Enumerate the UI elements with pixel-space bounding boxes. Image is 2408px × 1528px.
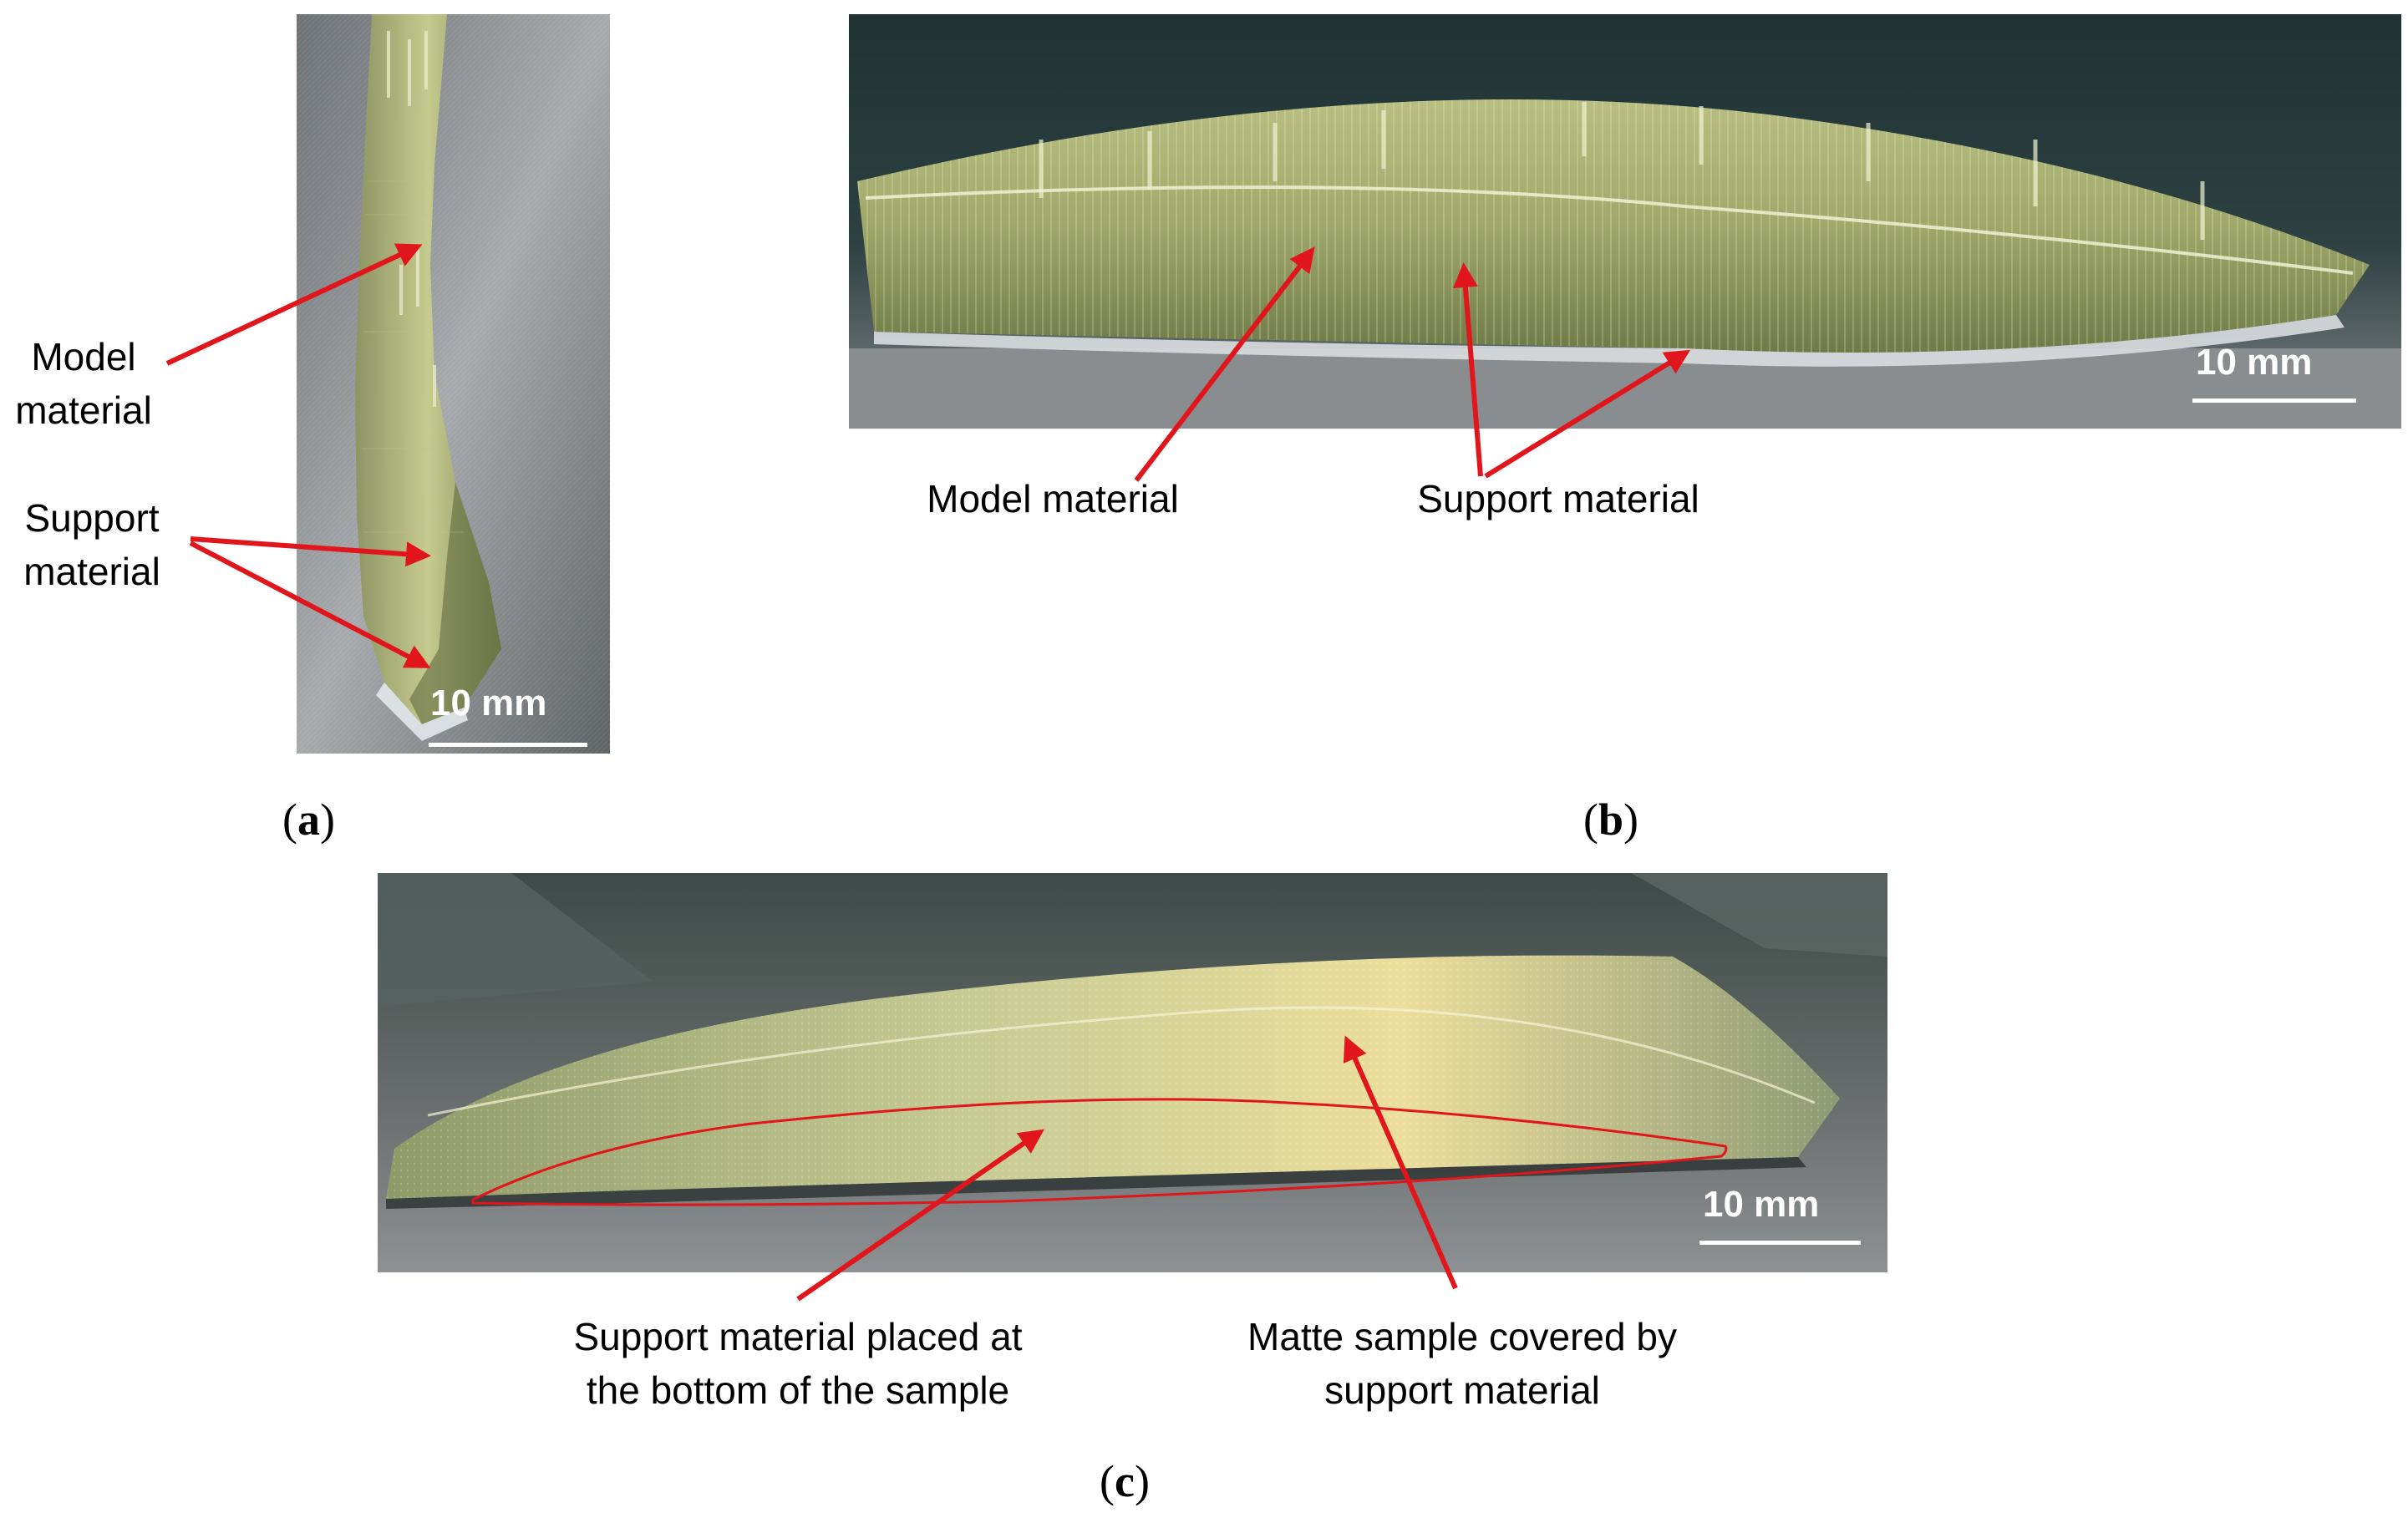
label-a-support-line-1: Support xyxy=(24,496,160,540)
scale-bar-c xyxy=(1699,1241,1861,1245)
caption-b: (b) xyxy=(1583,794,1639,845)
photo-panel-b: 10 mm xyxy=(849,14,2401,429)
label-a-model-line-2: material xyxy=(15,388,152,432)
scale-bar-b xyxy=(2192,398,2356,403)
caption-a: (a) xyxy=(282,794,335,845)
caption-a-letter: a xyxy=(297,794,320,845)
photo-panel-c: 10 mm xyxy=(378,873,1887,1272)
scale-bar-a xyxy=(429,743,587,747)
label-b-support: Support material xyxy=(1417,477,1699,520)
label-c-matte-line-2: support material xyxy=(1324,1368,1600,1412)
scale-text-c: 10 mm xyxy=(1703,1184,1820,1225)
label-c-support-bottom: Support material placed at the bottom of… xyxy=(518,1310,1078,1417)
caption-c-letter: c xyxy=(1114,1456,1135,1506)
label-a-model-line-1: Model xyxy=(31,335,136,378)
label-a-model: Model material xyxy=(0,330,167,437)
label-c-matte-line-1: Matte sample covered by xyxy=(1247,1315,1677,1358)
label-c-matte: Matte sample covered by support material xyxy=(1186,1310,1738,1417)
caption-c: (c) xyxy=(1100,1456,1150,1506)
label-c-support-bottom-line-2: the bottom of the sample xyxy=(586,1368,1010,1412)
label-a-support: Support material xyxy=(4,491,180,598)
photo-panel-a: 10 mm xyxy=(297,14,610,754)
label-c-support-bottom-line-1: Support material placed at xyxy=(573,1315,1023,1358)
scale-text-b: 10 mm xyxy=(2196,342,2313,383)
scale-text-a: 10 mm xyxy=(430,683,547,723)
label-a-support-line-2: material xyxy=(23,550,160,593)
label-b-model: Model material xyxy=(927,477,1179,520)
caption-b-letter: b xyxy=(1598,794,1624,845)
